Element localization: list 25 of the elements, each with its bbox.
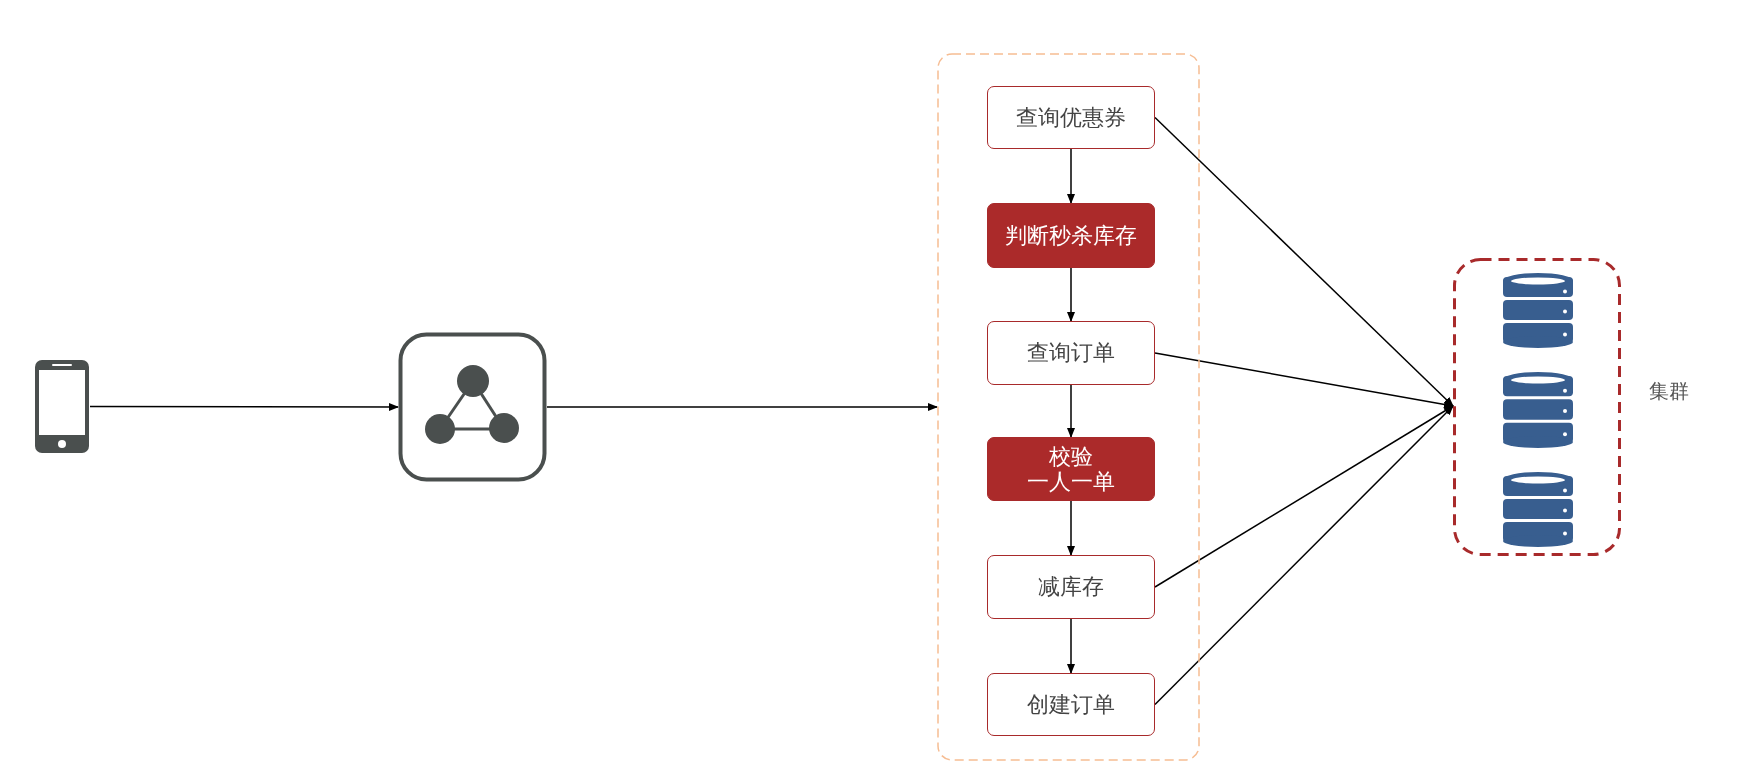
arrow: [1154, 116, 1454, 407]
phone-icon: [34, 359, 90, 454]
arrow: [1154, 405, 1454, 588]
database-icon: [1503, 372, 1573, 448]
step-box: 查询优惠券: [987, 86, 1155, 149]
step-box: 创建订单: [987, 673, 1155, 736]
step-box: 查询订单: [987, 321, 1155, 385]
arrow: [1067, 148, 1075, 204]
highlighted-step-box: 校验一人一单: [987, 437, 1155, 501]
step-box: 减库存: [987, 555, 1155, 619]
arrow: [1067, 267, 1075, 322]
server-icon: [398, 332, 547, 482]
database-icon: [1503, 273, 1573, 348]
arrow: [89, 402, 399, 411]
side-label: 集群: [1649, 378, 1689, 405]
highlighted-step-box: 判断秒杀库存: [987, 203, 1155, 268]
database-icon: [1503, 472, 1573, 547]
arrow: [1154, 352, 1454, 409]
arrow: [1067, 384, 1075, 438]
arrow: [1067, 500, 1075, 556]
arrow: [1154, 405, 1454, 706]
arrow: [546, 403, 938, 411]
arrow: [1067, 618, 1075, 674]
dashed-container: [937, 53, 1200, 761]
dashed-container: [1453, 258, 1621, 556]
